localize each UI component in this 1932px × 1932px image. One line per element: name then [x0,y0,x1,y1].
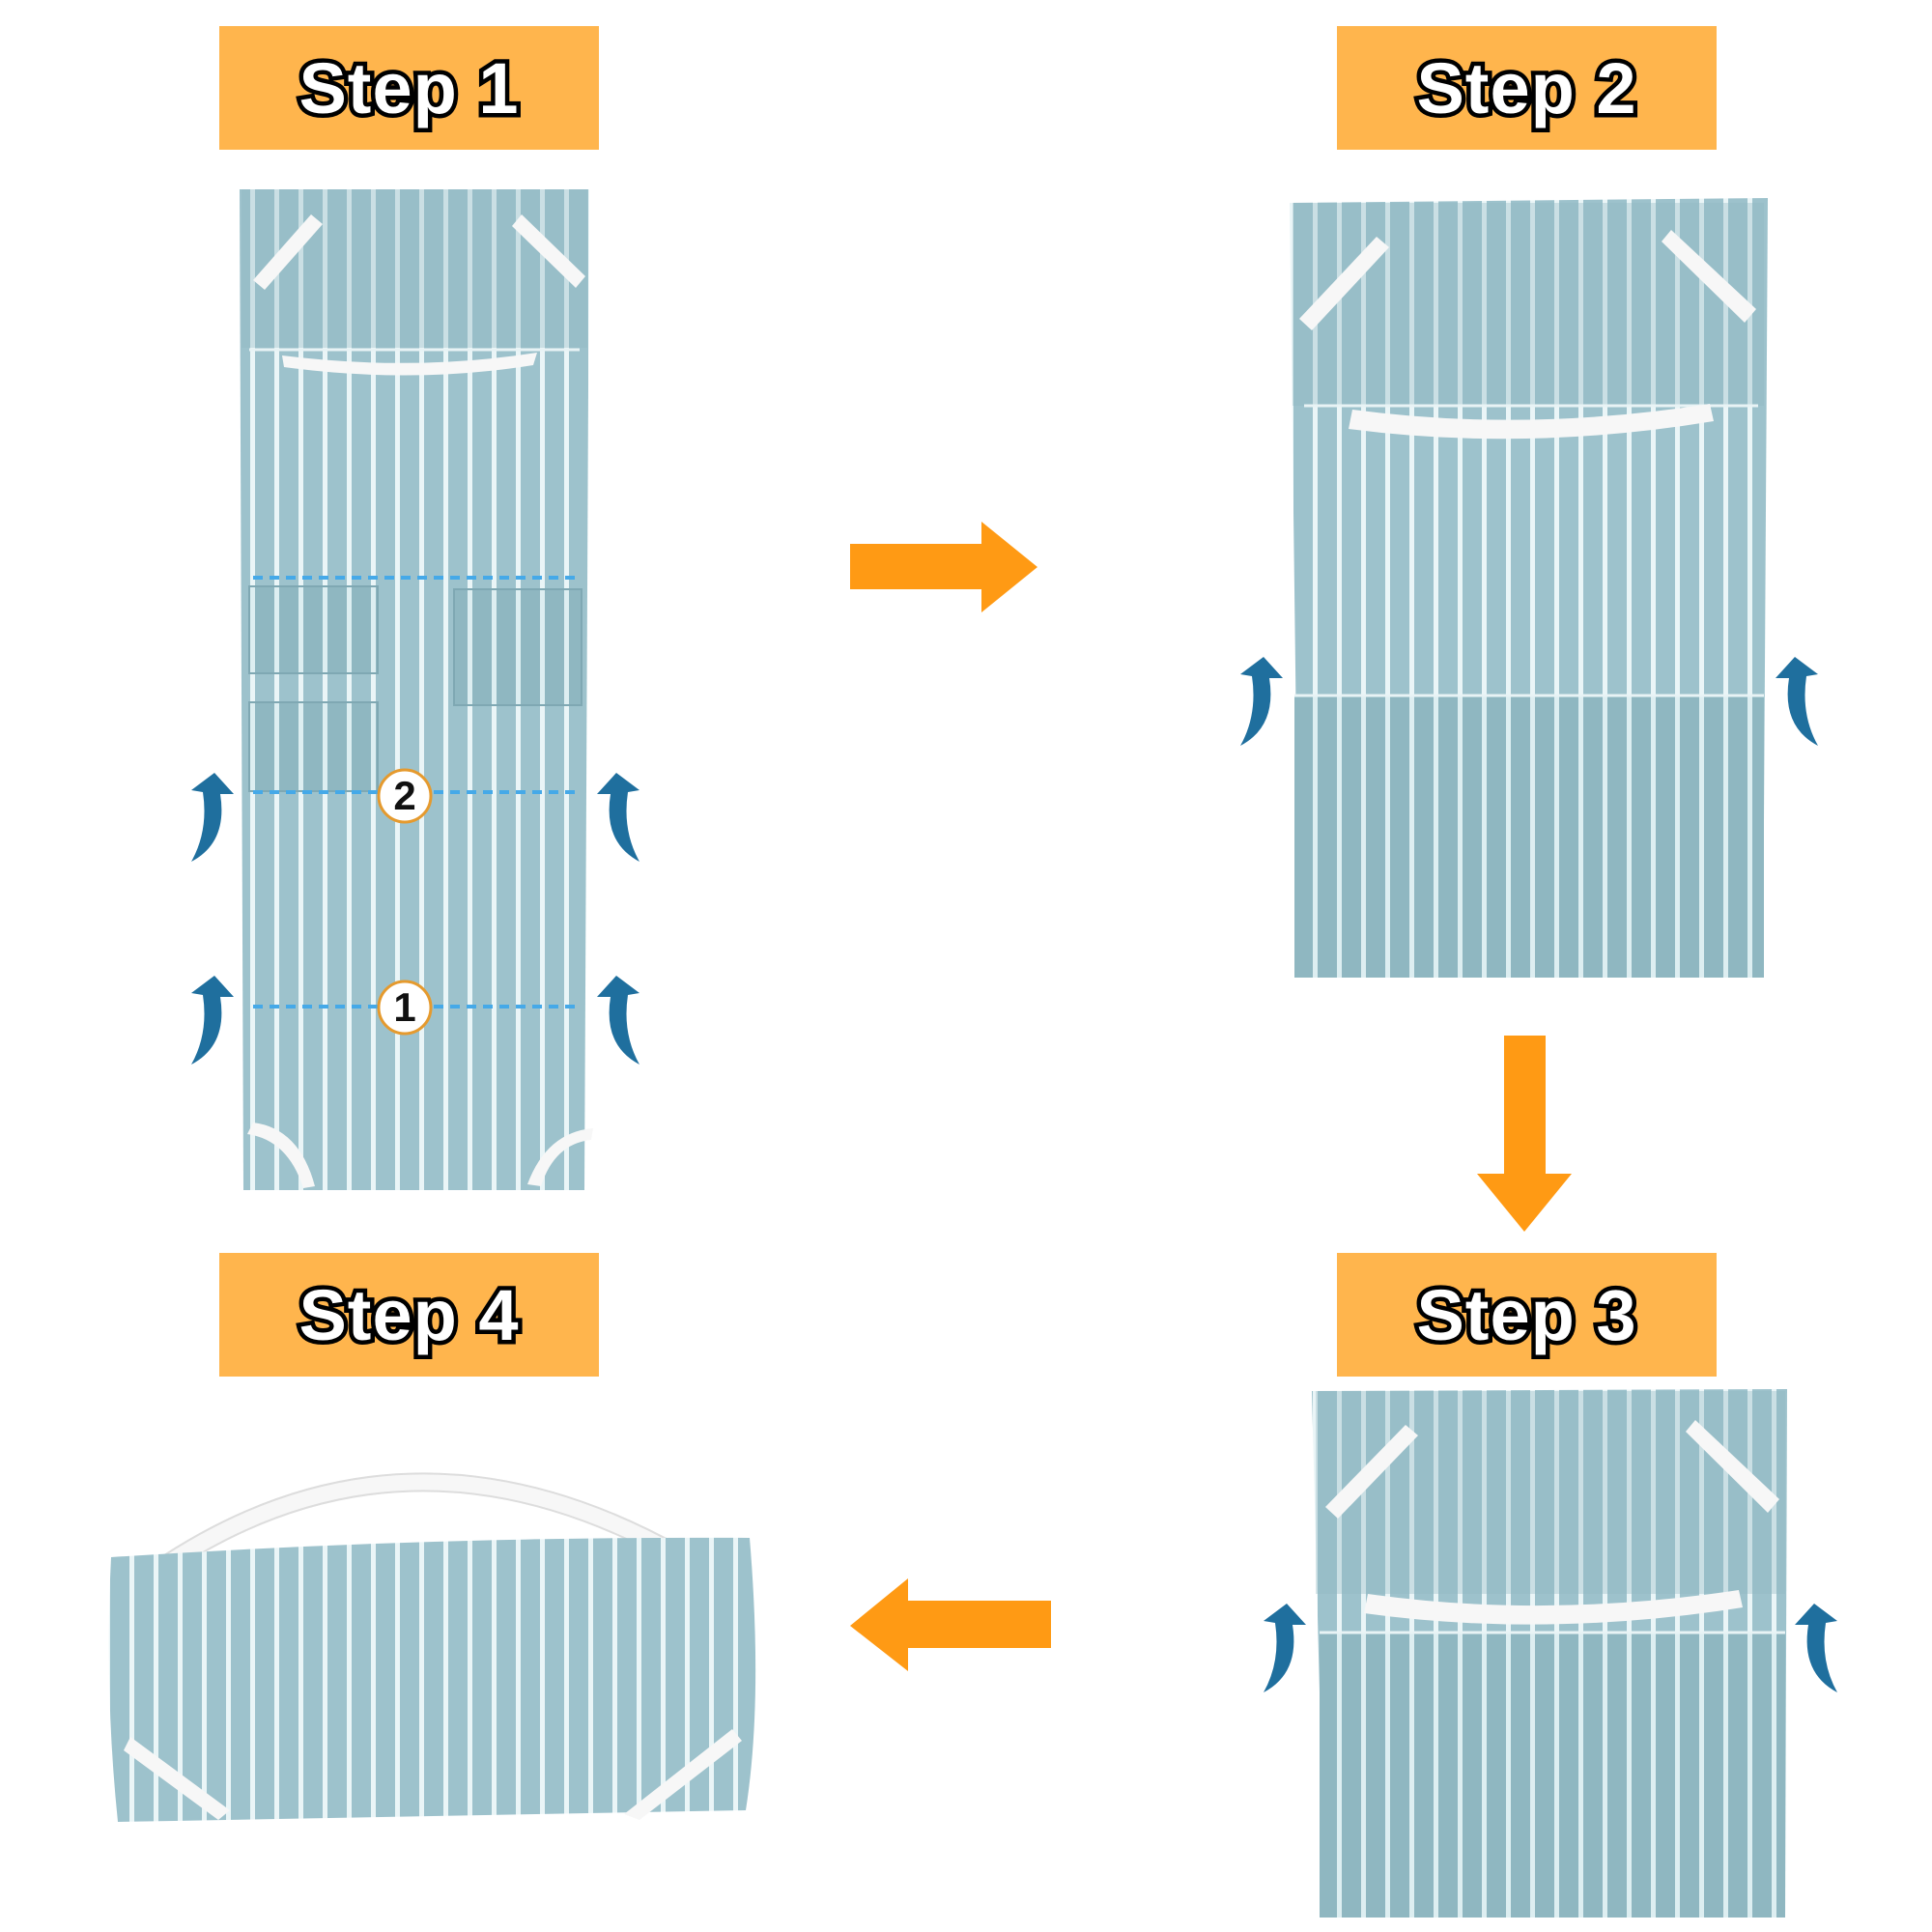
corner-strap [624,1729,742,1820]
arrow-right-icon [850,522,1037,612]
curved-fold-arrow-icon [1776,657,1818,746]
fold-marker-2: 2 [377,768,433,824]
step-1-text: Step 1 [295,43,523,132]
corner-strap [247,1122,315,1188]
curved-fold-arrow-icon [597,773,639,862]
corner-strap [1662,230,1756,323]
step-2-towel [1290,198,1768,978]
curved-fold-arrow-icon [1795,1604,1837,1692]
curved-fold-arrow-icon [1240,657,1283,746]
pocket [248,701,379,792]
corner-strap [1299,237,1389,330]
step-1-label: Step 1 [219,26,599,150]
curved-fold-arrow-icon [191,976,234,1065]
corner-strap [253,214,323,290]
step-3-text: Step 3 [1412,1270,1640,1359]
fold-marker-1: 1 [377,980,433,1036]
pillow-band [1364,1590,1743,1625]
pillow-band [282,353,537,376]
corner-strap [1686,1420,1779,1513]
pocket [453,588,582,706]
step-2-text: Step 2 [1412,43,1640,132]
arrow-left-icon [850,1578,1051,1671]
step-4-label: Step 4 [219,1253,599,1377]
corner-strap [527,1128,593,1186]
curved-fold-arrow-icon [1264,1604,1306,1692]
curved-fold-arrow-icon [191,773,234,862]
fold-marker-2-number: 2 [393,773,415,818]
corner-strap [1325,1425,1418,1519]
curved-fold-arrow-icon [597,976,639,1065]
fold-marker-1-number: 1 [393,984,415,1030]
corner-strap [124,1737,230,1820]
pillow-band [1349,404,1714,440]
step-3-label: Step 3 [1337,1253,1717,1377]
step-1-towel [240,189,593,1190]
arrow-down-icon [1477,1036,1572,1232]
step-2-label: Step 2 [1337,26,1717,150]
corner-strap [512,214,585,288]
pocket [248,585,379,674]
step-3-towel [1312,1389,1787,1918]
step-4-text: Step 4 [295,1270,523,1359]
step-4-towel [108,1472,756,1822]
